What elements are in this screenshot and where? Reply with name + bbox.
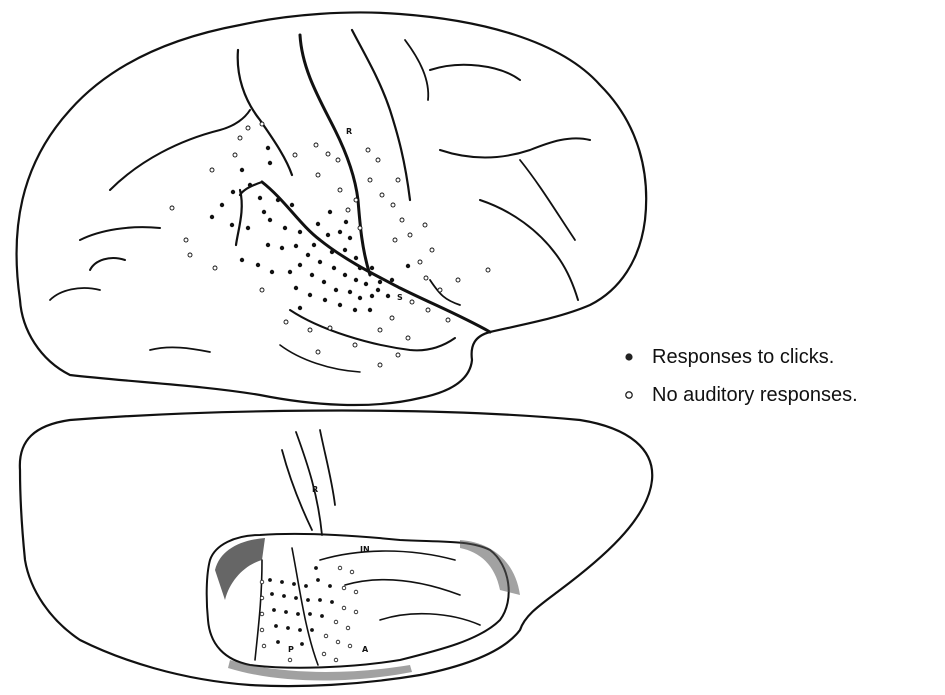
click-response-points-superior xyxy=(268,566,334,646)
lateral-hemisphere-view: R S xyxy=(17,12,647,405)
sylvian-fissure-label: S xyxy=(397,293,403,302)
superior-central-sulcus-label: R xyxy=(312,485,318,494)
legend-item-responses: Responses to clicks. xyxy=(618,338,858,376)
superior-view-insula: R IN P A xyxy=(20,411,652,687)
anterior-label: A xyxy=(362,645,369,654)
central-sulcus xyxy=(300,35,370,275)
posterior-label: P xyxy=(288,645,294,654)
legend: Responses to clicks. No auditory respons… xyxy=(618,338,858,414)
open-circle-icon xyxy=(618,390,640,400)
hemisphere-outline xyxy=(17,12,647,405)
sylvian-fissure xyxy=(262,182,490,332)
superior-outline xyxy=(20,411,652,687)
filled-dot-icon xyxy=(618,352,640,362)
legend-label-responses: Responses to clicks. xyxy=(652,346,834,369)
insula-label: IN xyxy=(360,545,370,554)
no-response-points-lateral xyxy=(170,122,490,367)
central-sulcus-label: R xyxy=(346,127,352,136)
legend-item-no-responses: No auditory responses. xyxy=(618,376,858,414)
legend-label-no-responses: No auditory responses. xyxy=(652,384,858,407)
